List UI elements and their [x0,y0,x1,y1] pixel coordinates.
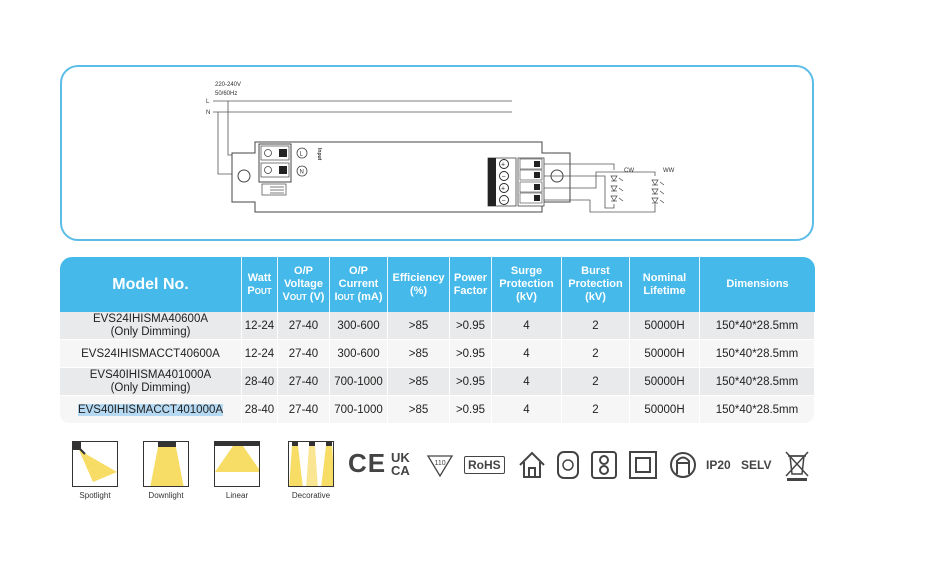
cell-model: EVS24IHISMACCT40600A [60,340,242,368]
decorative-label: Decorative [291,491,331,500]
svg-text:110: 110 [435,460,446,467]
svg-text:+: + [501,162,505,169]
input-voltage-label: 220-240V [215,82,241,88]
cell-efficiency: >85 [388,368,450,396]
header-lifetime: Nominal Lifetime [630,257,700,312]
cell-power-factor: >0.95 [450,368,492,396]
built-in-driver-icon [668,450,698,485]
independent-driver-icon [590,450,618,485]
cell-efficiency: >85 [388,396,450,424]
indoor-use-icon [517,450,547,485]
input-frequency-label: 50/60Hz [215,91,237,97]
spec-table: Model No. Watt POUT O/P Voltage VOUT (V)… [60,257,815,424]
ukca-mark-icon: UK CA [391,450,410,478]
downlight-label: Downlight [148,491,184,500]
driver-class-icon [555,450,581,485]
rohs-mark-icon: RoHS [464,456,505,474]
selv-mark: SELV [741,458,772,472]
cell-voltage: 27-40 [278,340,330,368]
linear-icon [214,441,260,487]
cell-lifetime: 50000H [630,368,700,396]
ce-mark-icon: CE [348,448,387,478]
header-watt: Watt POUT [242,257,278,312]
ww-label: WW [663,168,675,174]
terminal-n-label: N [300,170,304,176]
cell-current: 300-600 [330,312,388,340]
table-row: EVS24IHISMA40600A(Only Dimming) 12-24 27… [60,312,815,340]
cell-voltage: 27-40 [278,312,330,340]
cell-dimensions: 150*40*28.5mm [700,312,815,340]
cell-dimensions: 150*40*28.5mm [700,340,815,368]
line-label: L [206,99,210,105]
cell-watt: 28-40 [242,368,278,396]
cell-surge: 4 [492,368,562,396]
header-dimensions: Dimensions [700,257,815,312]
header-power-factor: Power Factor [450,257,492,312]
cw-label: CW [624,168,634,174]
table-header-row: Model No. Watt POUT O/P Voltage VOUT (V)… [60,257,815,312]
table-row: EVS40IHISMACCT401000A 28-40 27-40 700-10… [60,396,815,424]
cell-dimensions: 150*40*28.5mm [700,368,815,396]
weee-bin-icon [784,450,810,487]
cell-current: 700-1000 [330,368,388,396]
led-string-ww [651,179,665,204]
cell-current: 700-1000 [330,396,388,424]
cell-watt: 12-24 [242,312,278,340]
header-model: Model No. [60,257,242,312]
header-burst: Burst Protection (kV) [562,257,630,312]
driver-body: L N Input + − + − [231,141,571,213]
selected-model-text[interactable]: EVS40IHISMACCT401000A [77,403,224,416]
wiring-diagram-box [60,65,814,241]
cell-burst: 2 [562,396,630,424]
header-voltage: O/P Voltage VOUT (V) [278,257,330,312]
cell-current: 300-600 [330,340,388,368]
cell-surge: 4 [492,340,562,368]
linear-label: Linear [225,491,249,500]
cell-model: EVS40IHISMA401000A(Only Dimming) [60,368,242,396]
cell-burst: 2 [562,312,630,340]
cell-power-factor: >0.95 [450,312,492,340]
cell-voltage: 27-40 [278,396,330,424]
svg-text:−: − [502,174,506,181]
header-surge: Surge Protection (kV) [492,257,562,312]
double-insulation-icon [628,450,658,485]
temperature-rating-icon: 110 [426,454,454,483]
cell-power-factor: >0.95 [450,396,492,424]
cell-lifetime: 50000H [630,396,700,424]
cell-watt: 12-24 [242,340,278,368]
cell-surge: 4 [492,312,562,340]
cell-burst: 2 [562,368,630,396]
cell-watt: 28-40 [242,396,278,424]
cell-burst: 2 [562,340,630,368]
downlight-icon [143,441,189,487]
led-string-cw [610,175,624,202]
spotlight-label: Spotlight [79,491,111,500]
header-efficiency: Efficiency (%) [388,257,450,312]
table-row: EVS40IHISMA401000A(Only Dimming) 28-40 2… [60,368,815,396]
table-row: EVS24IHISMACCT40600A 12-24 27-40 300-600… [60,340,815,368]
header-current: O/P Current IOUT (mA) [330,257,388,312]
decorative-icon [288,441,334,487]
cell-efficiency: >85 [388,312,450,340]
svg-text:−: − [502,198,506,205]
svg-text:+: + [501,186,505,193]
cell-model: EVS40IHISMACCT401000A [60,396,242,424]
cell-dimensions: 150*40*28.5mm [700,396,815,424]
terminal-l-label: L [300,152,304,158]
cell-power-factor: >0.95 [450,340,492,368]
cell-lifetime: 50000H [630,312,700,340]
cell-lifetime: 50000H [630,340,700,368]
cell-surge: 4 [492,396,562,424]
spotlight-icon [72,441,118,487]
neutral-label: N [206,110,210,116]
cell-model: EVS24IHISMA40600A(Only Dimming) [60,312,242,340]
cell-voltage: 27-40 [278,368,330,396]
cell-efficiency: >85 [388,340,450,368]
input-label: Input [316,148,322,161]
ip20-mark: IP20 [706,458,731,472]
